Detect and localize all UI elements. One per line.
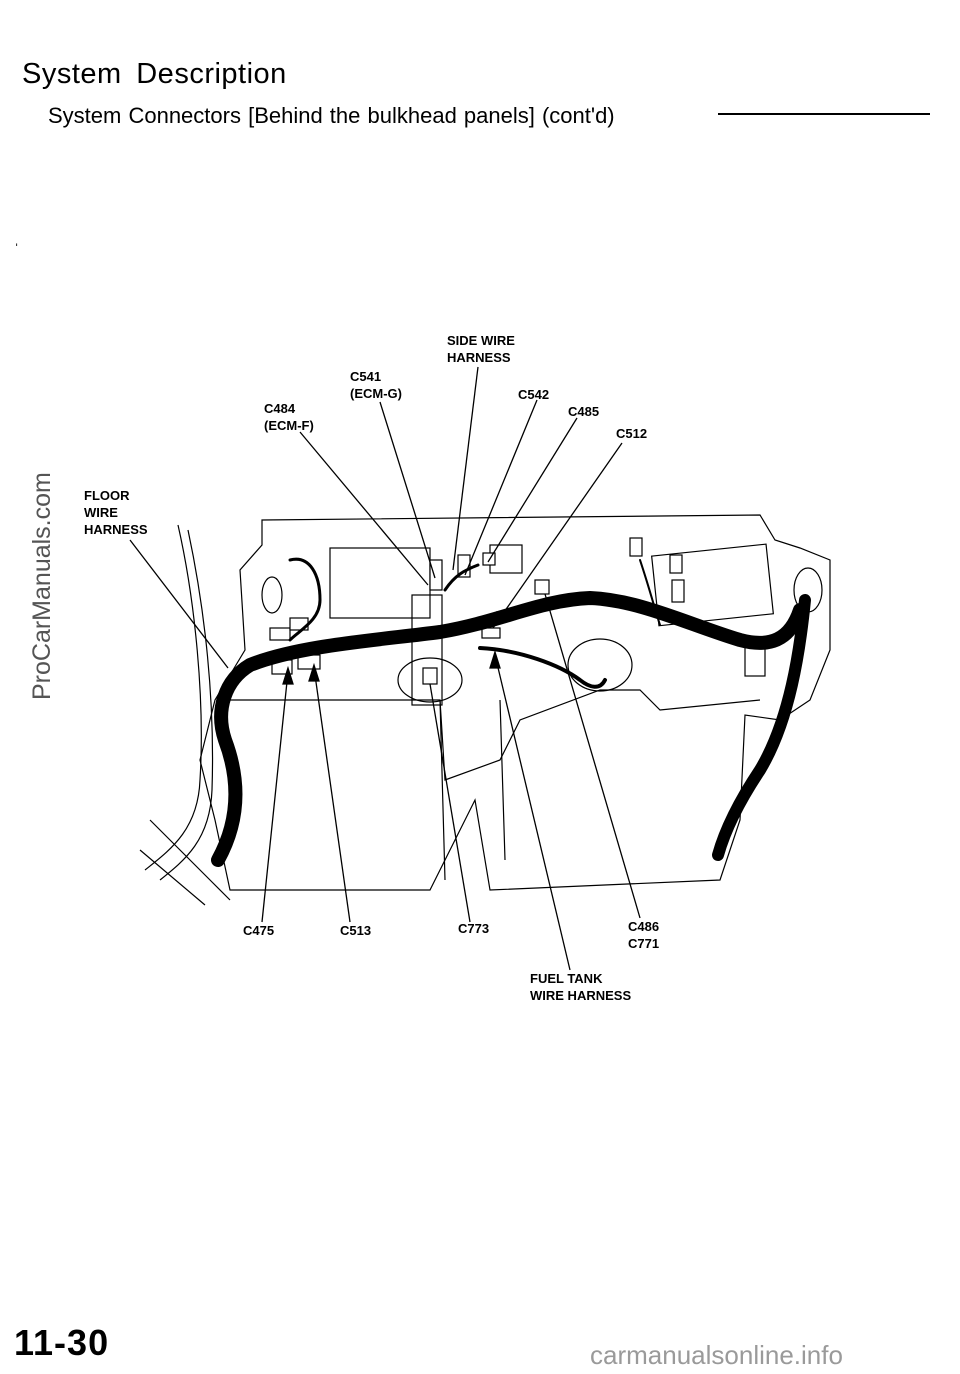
center-tunnel <box>439 699 506 881</box>
connector-top <box>629 537 643 557</box>
label-c485: C485 <box>568 404 600 419</box>
leader-c541 <box>379 401 436 579</box>
subtitle-rule <box>718 113 930 115</box>
fuel-tank-opening <box>567 638 633 692</box>
label-side-wire-harness: SIDE WIRE HARNESS <box>447 333 515 365</box>
label-c486-c771: C486 C771 <box>628 919 660 951</box>
page-title: System Description <box>22 58 287 90</box>
label-c513: C513 <box>340 923 372 938</box>
ecm-lead-left <box>288 557 322 642</box>
leader-floor <box>129 539 229 669</box>
leader-c475 <box>261 671 289 923</box>
leader-c512 <box>492 442 623 629</box>
leader-c486 <box>544 593 641 919</box>
label-c773: C773 <box>458 921 490 936</box>
connector-c773 <box>422 667 438 685</box>
connector-c541 <box>429 559 443 591</box>
label-fuel-tank-wire-harness: FUEL TANK WIRE HARNESS <box>530 971 632 1003</box>
ecm-lead-right <box>639 559 661 626</box>
arrowhead-c512 <box>491 610 507 628</box>
leader-c773 <box>429 683 471 923</box>
leader-c542 <box>464 399 538 576</box>
section-subtitle: System Connectors [Behind the bulkhead p… <box>48 103 615 128</box>
label-c541: C541 (ECM-G) <box>350 369 402 401</box>
fuel-tank-harness <box>478 646 607 689</box>
watermark-bottom: carmanualsonline.info <box>590 1340 843 1370</box>
stray-mark: ˌ <box>14 230 20 247</box>
arrowhead-c475 <box>282 665 294 685</box>
label-c475: C475 <box>243 923 275 938</box>
connector-c486 <box>534 579 550 595</box>
left-pillar-2 <box>159 529 214 881</box>
leader-side <box>452 366 479 571</box>
connector-c512 <box>481 627 501 639</box>
leader-c513 <box>313 667 351 923</box>
connector-right-b <box>671 579 685 603</box>
label-c484: C484 (ECM-F) <box>264 401 314 433</box>
lower-panel <box>225 689 761 781</box>
right-harness <box>712 594 811 861</box>
leader-fuel <box>494 654 571 971</box>
fuel-pump-opening <box>397 657 463 703</box>
floor-wire-harness <box>211 591 807 867</box>
label-c542: C542 <box>518 387 550 402</box>
watermark-side: ProCarManuals.com <box>28 472 56 700</box>
left-grommet <box>261 576 283 614</box>
leader-c484 <box>299 431 429 586</box>
page-number: 11-30 <box>14 1322 110 1363</box>
label-floor-wire-harness: FLOOR WIRE HARNESS <box>84 488 148 537</box>
arrowhead-c513 <box>308 662 320 682</box>
connector-left-a <box>269 627 291 641</box>
label-c512: C512 <box>616 426 648 441</box>
left-pillar-1 <box>144 524 202 871</box>
connector-right-a <box>669 554 683 574</box>
side-harness <box>443 563 480 592</box>
leader-c485 <box>487 417 578 563</box>
bracket <box>411 594 443 706</box>
ecm-box-right <box>650 543 775 627</box>
left-pillar-3 <box>139 819 231 906</box>
arrowhead-fuel <box>489 649 501 669</box>
ecm-box-left <box>329 547 431 619</box>
